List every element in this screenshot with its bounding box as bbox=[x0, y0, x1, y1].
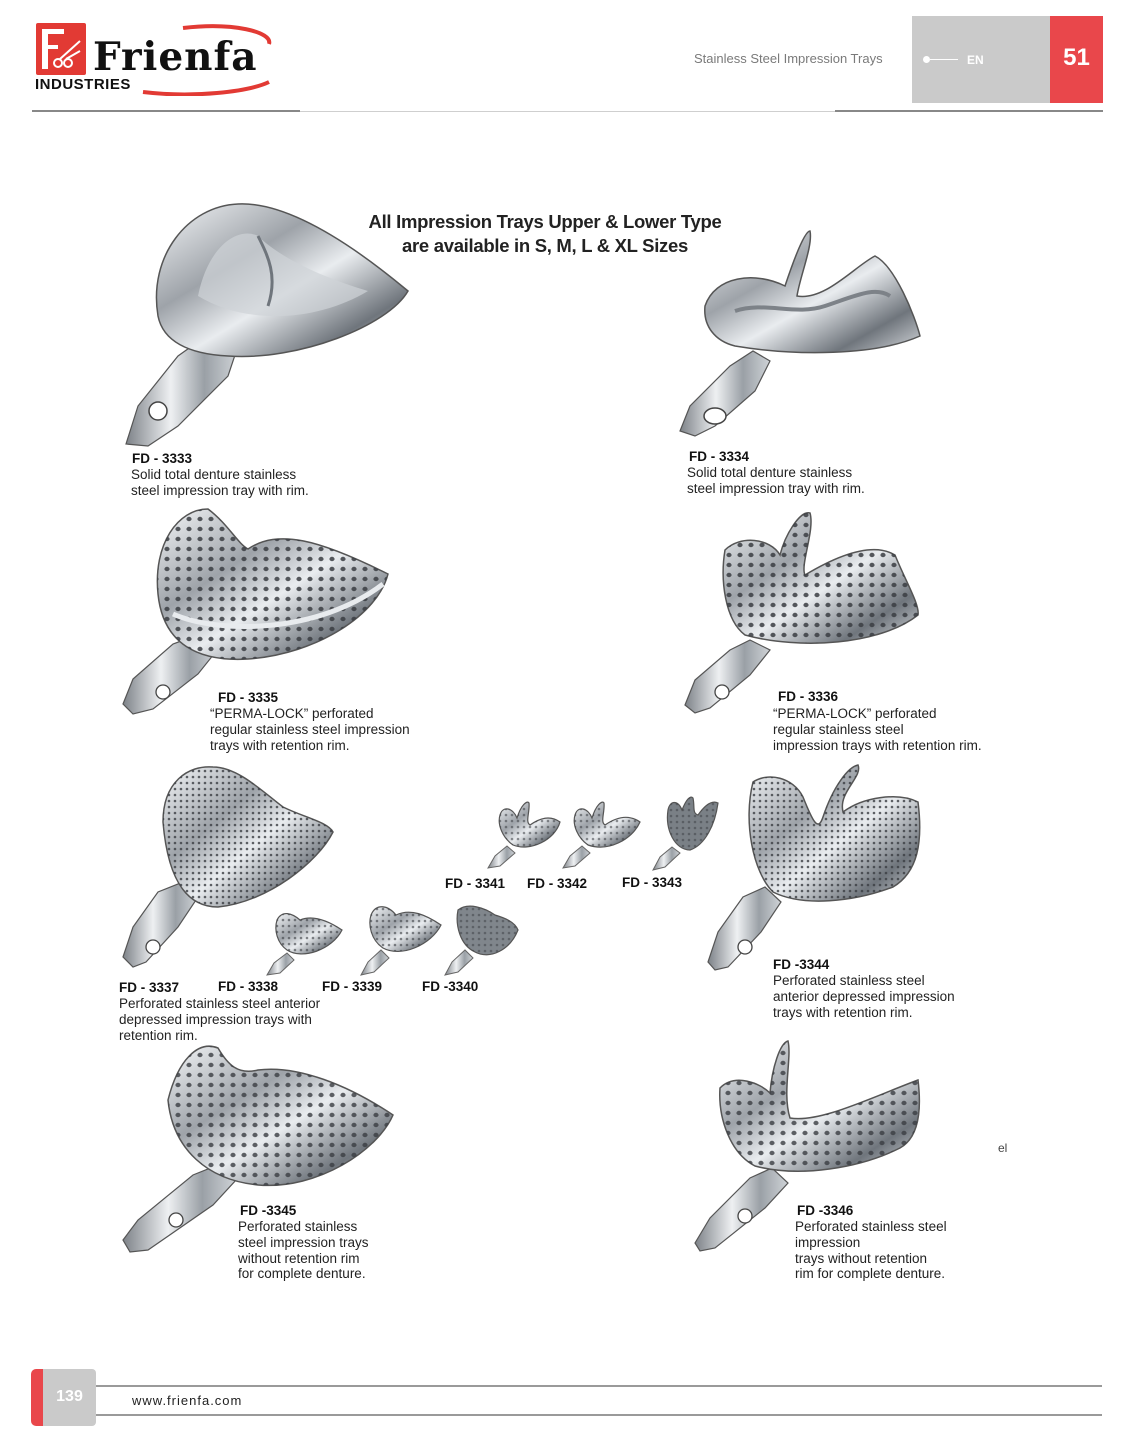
footer-page-number: 139 bbox=[56, 1388, 83, 1405]
desc-line: Perforated stainless steel anterior bbox=[119, 996, 321, 1011]
desc-line: steel impression tray with rim. bbox=[131, 482, 309, 498]
desc-line: steel impression tray with rim. bbox=[687, 480, 865, 496]
desc-line: trays with retention rim. bbox=[210, 737, 350, 753]
headline-line-2: are available in S, M, L & XL Sizes bbox=[402, 235, 688, 256]
tray-image-3337 bbox=[122, 766, 334, 968]
tray-image-3334 bbox=[679, 230, 921, 437]
desc-line: regular stainless steel bbox=[773, 721, 904, 737]
tray-image-3333 bbox=[125, 203, 409, 447]
tray-image-3346 bbox=[694, 1040, 921, 1252]
line-icon bbox=[930, 59, 958, 60]
page-number: 51 bbox=[1063, 44, 1090, 71]
website-link[interactable]: www.frienfa.com bbox=[132, 1393, 243, 1408]
header-divider-left bbox=[32, 110, 300, 112]
desc-line: Solid total denture stainless bbox=[131, 467, 297, 482]
language-selector[interactable]: EN bbox=[912, 16, 1050, 103]
tray-image-3343 bbox=[652, 796, 719, 871]
product-code-3343: FD - 3343 bbox=[622, 875, 683, 890]
product-code-3336: FD - 3336 bbox=[778, 689, 839, 704]
product-code-3339: FD - 3339 bbox=[322, 979, 383, 994]
product-desc-3345: Perforated stainless steel impression tr… bbox=[238, 1219, 369, 1282]
footer-divider bbox=[32, 1414, 1102, 1416]
brand-sub: INDUSTRIES bbox=[35, 76, 131, 93]
tray-image-3342 bbox=[562, 801, 641, 869]
product-code-3344: FD -3344 bbox=[773, 957, 830, 972]
desc-line: retention rim. bbox=[119, 1027, 198, 1043]
product-desc-3333: Solid total denture stainless steel impr… bbox=[131, 467, 309, 499]
product-code-3335: FD - 3335 bbox=[218, 690, 279, 705]
desc-line: depressed impression trays with bbox=[119, 1011, 312, 1027]
desc-line: trays without retention bbox=[795, 1250, 928, 1266]
product-desc-3346: Perforated stainless steel impression tr… bbox=[795, 1219, 947, 1282]
product-code-3341: FD - 3341 bbox=[445, 876, 506, 891]
brand-logo[interactable]: Frienfa INDUSTRIES bbox=[33, 20, 273, 96]
desc-line: without retention rim bbox=[238, 1250, 360, 1266]
product-desc-3344: Perforated stainless steel anterior depr… bbox=[773, 973, 955, 1020]
product-desc-3336: “PERMA-LOCK” perforated regular stainles… bbox=[773, 706, 982, 753]
bullet-icon bbox=[923, 56, 930, 63]
headline: All Impression Trays Upper & Lower Type … bbox=[340, 210, 750, 258]
desc-line: impression trays with retention rim. bbox=[773, 737, 982, 753]
page-number-badge: 51 bbox=[1050, 16, 1103, 103]
product-code-3345: FD -3345 bbox=[240, 1203, 297, 1218]
tray-image-3339 bbox=[360, 906, 442, 976]
footer-page-badge: 139 bbox=[43, 1369, 96, 1426]
product-code-3340: FD -3340 bbox=[422, 979, 479, 994]
product-code-3337: FD - 3337 bbox=[119, 980, 180, 995]
tray-image-3335 bbox=[122, 508, 389, 715]
footer-divider bbox=[32, 1385, 1102, 1387]
desc-line: “PERMA-LOCK” perforated bbox=[210, 706, 374, 721]
tray-image-3340 bbox=[444, 905, 519, 976]
product-code-3338: FD - 3338 bbox=[218, 979, 279, 994]
product-code-3346: FD -3346 bbox=[797, 1203, 854, 1218]
desc-line: impression bbox=[795, 1234, 861, 1250]
desc-line: Perforated stainless steel bbox=[773, 973, 925, 988]
header-divider-right bbox=[835, 110, 1103, 112]
desc-line: “PERMA-LOCK” perforated bbox=[773, 706, 937, 721]
footer-accent bbox=[31, 1369, 43, 1426]
desc-line: Solid total denture stainless bbox=[687, 465, 853, 480]
desc-line: anterior depressed impression bbox=[773, 988, 955, 1004]
desc-line: regular stainless steel impression bbox=[210, 721, 410, 737]
desc-line: rim for complete denture. bbox=[795, 1266, 946, 1282]
tray-image-3345 bbox=[122, 1045, 394, 1253]
desc-line: trays with retention rim. bbox=[773, 1004, 913, 1020]
desc-line: Perforated stainless bbox=[238, 1219, 358, 1234]
headline-line-1: All Impression Trays Upper & Lower Type bbox=[368, 211, 722, 232]
logo-mark-icon bbox=[36, 23, 86, 75]
section-title: Stainless Steel Impression Trays bbox=[694, 51, 883, 66]
product-code-3333: FD - 3333 bbox=[132, 451, 193, 466]
product-desc-3334: Solid total denture stainless steel impr… bbox=[687, 465, 865, 497]
header-divider bbox=[32, 111, 1103, 112]
tray-image-3341 bbox=[487, 801, 561, 869]
desc-line: steel impression trays bbox=[238, 1234, 369, 1250]
brand-name: Frienfa bbox=[93, 34, 258, 80]
tray-image-3336 bbox=[684, 512, 919, 714]
desc-line: Perforated stainless steel bbox=[795, 1219, 947, 1234]
stray-text: el bbox=[998, 1141, 1008, 1155]
product-desc-3337: Perforated stainless steel anterior depr… bbox=[119, 996, 320, 1043]
product-code-3342: FD - 3342 bbox=[527, 876, 588, 891]
logo-swoosh-icon bbox=[142, 24, 272, 96]
tray-image-3338 bbox=[266, 913, 343, 976]
tray-image-3344 bbox=[707, 764, 921, 971]
language-label: EN bbox=[967, 53, 984, 67]
product-code-3334: FD - 3334 bbox=[689, 449, 750, 464]
product-desc-3335: “PERMA-LOCK” perforated regular stainles… bbox=[210, 706, 410, 753]
desc-line: for complete denture. bbox=[238, 1266, 366, 1282]
